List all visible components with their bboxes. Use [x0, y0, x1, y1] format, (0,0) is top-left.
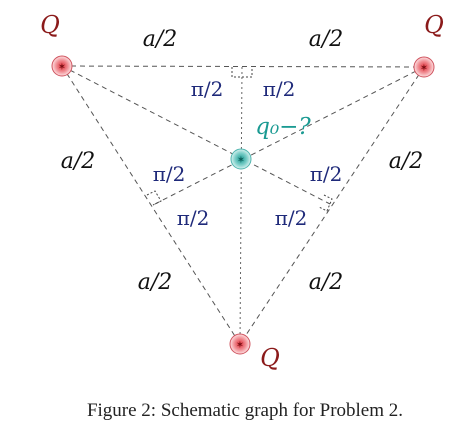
right-angle-top: [231, 67, 253, 78]
triangle-sides: [61, 65, 425, 345]
angle-label-mid-right: π/2: [310, 162, 343, 186]
half-side-label-top-right: a/2: [309, 27, 344, 52]
charge-label-top-left: Q: [40, 11, 60, 39]
line-right-vertex-to-left-foot: [152, 66, 425, 206]
angle-label-top-left: π/2: [191, 77, 224, 101]
side-left: [61, 65, 241, 345]
charge-top-left: ✶: [51, 55, 73, 77]
charge-label-top-right: Q: [424, 11, 444, 39]
half-side-label-right-upper: a/2: [389, 149, 424, 174]
side-top: [61, 65, 425, 68]
figure-caption: Figure 2: Schematic graph for Problem 2.: [87, 400, 403, 421]
half-side-label-left-lower: a/2: [138, 270, 173, 295]
charge-top-right: ✶: [413, 56, 435, 78]
charge-label-bottom: Q: [260, 344, 280, 372]
angle-label-top-right: π/2: [263, 77, 296, 101]
cross-marker: ✶: [58, 62, 66, 73]
right-angle-left: [146, 190, 162, 206]
angle-label-mid-left: π/2: [153, 162, 186, 186]
half-side-label-right-lower: a/2: [309, 270, 344, 295]
center-charge-label: q₀−?: [255, 114, 311, 140]
line-top-foot-to-bottom-vertex: [239, 66, 243, 345]
right-angle-markers: [146, 67, 333, 212]
charge-bottom: ✶: [229, 333, 251, 355]
half-side-label-left-upper: a/2: [61, 149, 96, 174]
right-angle-right: [318, 194, 333, 212]
side-right: [239, 66, 425, 345]
half-side-label-top-left: a/2: [143, 27, 178, 52]
angle-label-lower-left: π/2: [177, 206, 210, 230]
inner-lines: [61, 65, 425, 345]
cross-marker: ✶: [420, 63, 428, 74]
center-marker: ✶: [237, 155, 245, 166]
angle-label-lower-right: π/2: [275, 206, 308, 230]
cross-marker: ✶: [236, 340, 244, 351]
center-charge: ✶: [230, 148, 252, 170]
